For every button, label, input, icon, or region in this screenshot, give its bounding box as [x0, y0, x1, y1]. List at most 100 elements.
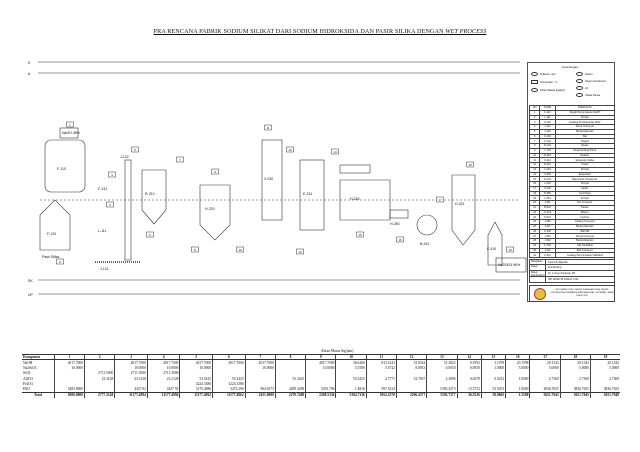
- flow-value: 23.3128: [84, 375, 115, 382]
- flow-value: 4017.7000: [305, 359, 336, 366]
- flow-value: 4017.7000: [114, 359, 148, 366]
- flow-value: 1.0000: [480, 365, 506, 371]
- stream-number: 1: [69, 123, 71, 127]
- stream-marker: 18: [466, 161, 474, 168]
- stream-marker: 12: [286, 146, 294, 153]
- flow-value: [559, 370, 591, 376]
- page-title: PRA RENCANA PABRIK SODIUM SILIKAT DARI S…: [0, 28, 640, 35]
- flow-value: 813.4143: [365, 359, 397, 366]
- flow-value: [589, 381, 620, 387]
- stream-marker: 19: [506, 246, 514, 253]
- flow-value: 5651.7945: [529, 391, 561, 398]
- flow-value: 997.5414: [365, 386, 397, 393]
- equipment-label: F-410: [487, 247, 496, 251]
- flow-value: 4017.7000: [212, 359, 246, 366]
- stream-number: 8: [194, 248, 196, 252]
- stream-number: 13: [298, 250, 302, 254]
- flow-value: 5.0000: [589, 365, 620, 371]
- flow-value: 4017.7000: [146, 359, 180, 366]
- equipment-cell: 31: [528, 252, 541, 258]
- water-symbol-icon: [576, 86, 583, 90]
- equipment-cell: Gudang Penyimpanan Na2SiO3: [554, 252, 616, 258]
- equipment-label: H-321: [455, 202, 465, 206]
- flow-value: [274, 359, 306, 366]
- flow-value: 2209.5336: [305, 391, 336, 398]
- utility-label: A: [28, 72, 31, 76]
- flow-value: [274, 381, 306, 387]
- flow-value: [505, 381, 530, 387]
- flow-value: 10.0000: [244, 365, 276, 371]
- equipment-label: R-210: [145, 192, 155, 196]
- flow-value: [529, 381, 561, 387]
- flow-value: [274, 365, 306, 371]
- flow-value: 10.0000: [114, 365, 148, 371]
- flow-value: 20.1543: [589, 359, 620, 366]
- flow-value: 1.0000: [505, 386, 530, 393]
- stream-number: 9: [214, 170, 216, 174]
- flow-value: [212, 365, 246, 371]
- stream-header: 14: [456, 354, 482, 361]
- flow-value: [84, 365, 115, 371]
- component-name: NaOH: [23, 360, 33, 365]
- stream-header: 2: [84, 354, 115, 361]
- flow-value: 4017.7000: [244, 359, 276, 366]
- component-name: Total: [22, 391, 55, 398]
- flow-value: 2711.5000: [84, 370, 115, 376]
- flow-value: 2711.5000: [114, 370, 148, 376]
- title-text: PRA RENCANA PABRIK SODIUM SILIKAT DARI S…: [153, 28, 446, 35]
- flow-value: 2711.5000: [146, 370, 180, 376]
- product-box: [495, 257, 527, 273]
- stream-marker: 14: [331, 148, 339, 155]
- legend-symbol: Tekanan, atm: [531, 72, 556, 76]
- flow-value: 2451.0000: [244, 391, 276, 398]
- flow-value: [335, 381, 367, 387]
- flow-value: [53, 370, 85, 376]
- stream-marker: 7: [176, 156, 184, 163]
- flow-value: 58.9665: [480, 391, 506, 398]
- equipment-label: L-111: [98, 229, 106, 233]
- flow-value: 5.0000: [505, 365, 530, 371]
- flow-value: 20.1543: [559, 359, 591, 366]
- flow-value: 5304.7336: [335, 391, 367, 398]
- stream-header: 8: [274, 354, 306, 361]
- dryer-b310: [416, 214, 438, 236]
- stream-header: 11: [365, 354, 397, 361]
- legend-symbol: Aliran Massa (kg/jam): [531, 88, 565, 92]
- flow-value: 1.0000: [505, 375, 530, 382]
- institution-block: PROGRAM STUDI TEKNIK KIMIA FAKULTAS TEKN…: [529, 285, 615, 302]
- stream-number: 15: [358, 233, 362, 237]
- flow-value: 5355.796: [305, 386, 336, 393]
- flow-value: 4017.7000: [179, 359, 213, 366]
- flow-value: 1.4816: [335, 386, 367, 393]
- process-flow-diagram: NaOH 48% Pasir Silika Na2SiO3 96% S A SK…: [28, 61, 527, 297]
- flow-value: 53.5425: [179, 375, 213, 382]
- evaporator-v230: [261, 139, 283, 221]
- component-name: H2O: [23, 387, 30, 392]
- equipment-label: F-131: [98, 187, 107, 191]
- flow-value: [335, 370, 367, 376]
- stream-number: 4: [111, 173, 113, 177]
- flow-value: 3474.396: [212, 386, 246, 393]
- flow-value: 23.3128: [114, 375, 148, 382]
- stream-marker: 8: [191, 246, 199, 253]
- flow-value: 5483.8000: [53, 386, 85, 393]
- flow-value: 11177.4994: [114, 391, 148, 398]
- stream-number: 14: [333, 150, 337, 154]
- temperature-symbol-icon: [531, 80, 538, 84]
- equipment-label: E-231: [303, 192, 312, 196]
- flow-value: [426, 370, 458, 376]
- university-logo-icon: [534, 287, 546, 300]
- flow-value: 5593.7377: [426, 391, 458, 398]
- reactor-r210: [141, 169, 167, 225]
- flow-value: [53, 381, 85, 387]
- flow-value: 0.0050: [426, 365, 458, 371]
- feed-box: [59, 127, 79, 139]
- stream-header: 16: [505, 354, 530, 361]
- product-label: Na2SiO3 96%: [498, 263, 520, 267]
- legend-symbol: Steam Kondensat: [576, 79, 606, 83]
- flow-value: [84, 386, 115, 393]
